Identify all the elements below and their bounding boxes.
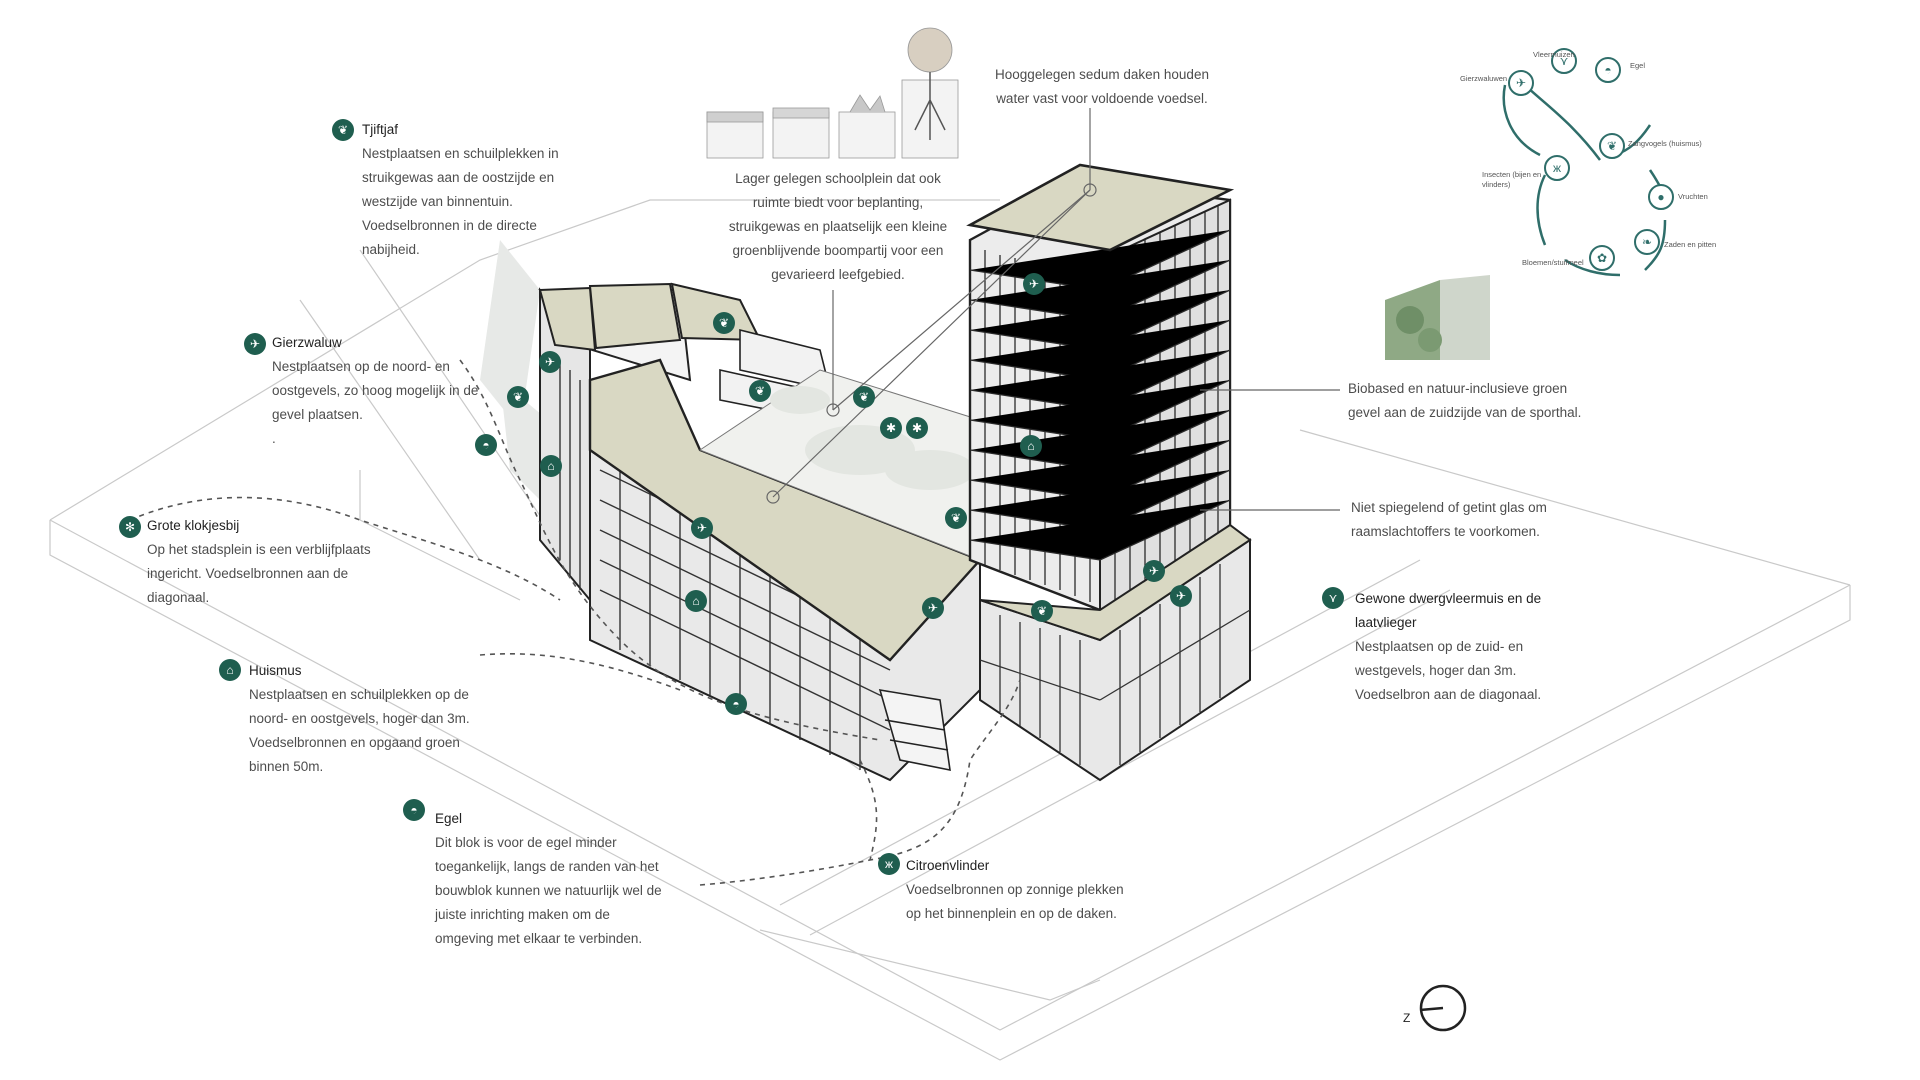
bug-icon: ✱ [880,417,902,439]
label-title: Tjiftjaf [362,122,399,137]
note-schoolplein: Lager gelegen schoolplein dat ook ruimte… [728,171,948,282]
bat-icon: ⋎ [1322,587,1344,609]
planting-section-sketches [706,27,959,159]
label-huismus: Huismus Nestplaatsen en schuilplekken op… [249,663,470,774]
cycle-label: Bloemen/stuifmeel [1522,258,1584,267]
bird-icon: ❦ [1031,600,1053,622]
butterfly-icon: ж [1544,155,1570,181]
swift-icon: ✈ [1023,273,1045,295]
label-citroenvlinder: Citroenvlinder Voedselbronnen op zonnige… [906,858,1124,921]
cycle-label: Gierzwaluwen [1460,74,1508,83]
cycle-label: Insecten (bijen en vlinders) [1482,170,1542,189]
cycle-label: Egel [1630,61,1646,70]
sparrow-icon: ⌂ [1020,435,1042,457]
hedgehog-icon: ◓ [1595,57,1621,83]
note-sedum-roofs: Hooggelegen sedum daken houden water vas… [995,67,1209,106]
bird-icon: ❦ [945,507,967,529]
hedgehog-icon: ◓ [403,799,425,821]
compass-label: Z [1403,1011,1411,1025]
label-gierzwaluw: Gierzwaluw Nestplaatsen op de noord- en … [272,335,479,446]
north-compass [1419,984,1467,1032]
swift-icon: ✈ [244,333,266,355]
hedgehog-icon: ◓ [475,434,497,456]
bird-icon: ❦ [332,119,354,141]
bird-icon: ❦ [749,380,771,402]
cycle-label: Zaden en pitten [1664,240,1717,249]
tower-building [966,163,1252,782]
cycle-label: Vruchten [1678,192,1708,201]
label-dwergvleermuis: Gewone dwergvleermuis en de laatvlieger … [1355,591,1542,702]
cycle-label: Vleermuizen [1533,50,1575,59]
cycle-label: Zangvogels (huismus) [1628,139,1702,148]
hedgehog-icon: ◓ [725,693,747,715]
note-glass: Niet spiegelend of getint glas om raamsl… [1351,500,1547,539]
hedgehog-route [129,359,1021,886]
seeds-icon: ❧ [1634,229,1660,255]
leader-lines [766,108,1340,511]
flower-icon: ✿ [1589,245,1615,271]
butterfly-icon: ж [878,853,900,875]
sparrow-icon: ⌂ [685,590,707,612]
sparrow-icon: ⌂ [540,455,562,477]
bird-icon: ❦ [507,386,529,408]
swift-icon: ✈ [1508,70,1534,96]
label-klokjesbij: Grote klokjesbij Op het stadsplein is ee… [147,518,371,605]
bird-icon: ❦ [853,386,875,408]
bee-icon: ✻ [119,516,141,538]
green-wall-photo [1385,275,1490,360]
low-building [538,282,983,782]
swift-icon: ✈ [1170,585,1192,607]
sparrow-icon: ⌂ [219,659,241,681]
entrance [878,689,951,772]
swift-icon: ✈ [539,351,561,373]
label-tjiftjaf: Tjiftjaf Nestplaatsen en schuilplekken i… [362,118,582,262]
swift-icon: ✈ [1143,560,1165,582]
sparrow-icon: ❦ [1599,133,1625,159]
bird-icon: ❦ [713,312,735,334]
swift-icon: ✈ [691,517,713,539]
label-egel: Egel Dit blok is voor de egel minder toe… [435,811,662,946]
swift-icon: ✈ [922,597,944,619]
apple-icon: ● [1648,184,1674,210]
bug-icon: ✱ [906,417,928,439]
bat-icon: ⋎ [1551,48,1577,74]
note-green-facade: Biobased en natuur-inclusieve groen geve… [1348,381,1582,420]
